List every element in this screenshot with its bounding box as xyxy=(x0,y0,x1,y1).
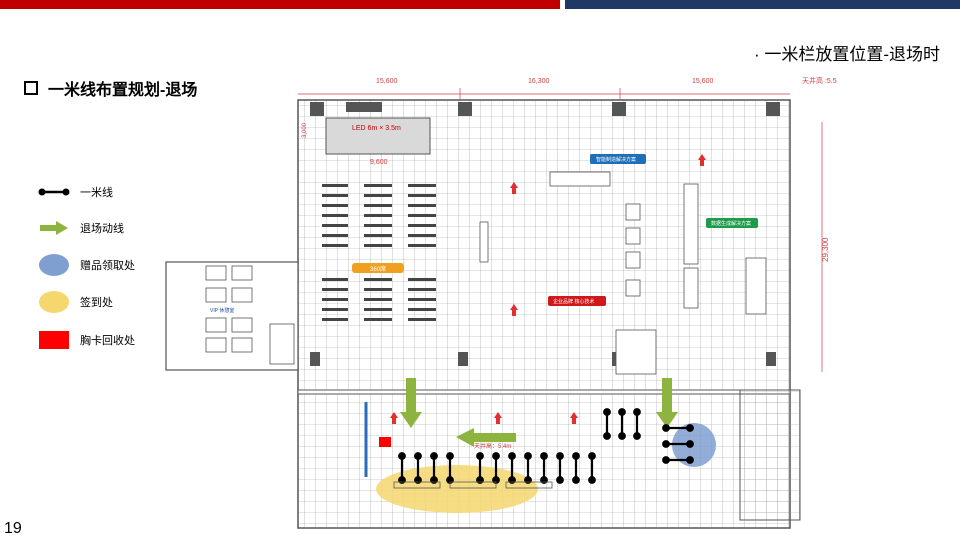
side-annex xyxy=(739,389,801,521)
legend-item-signin: 签到处 xyxy=(38,287,113,317)
seat-count-badge xyxy=(352,263,404,273)
dimension-top-a: 15,600 xyxy=(376,78,398,85)
vip-room-tables xyxy=(205,265,295,365)
ceiling-height-label: 天井高：5.4m xyxy=(474,442,511,450)
barrier-lines xyxy=(398,408,694,484)
stage-header-block xyxy=(346,102,382,112)
zone-label-red: 企业品牌 核心技术 xyxy=(553,298,594,305)
vip-room-label: VIP 休憩室 xyxy=(210,307,234,314)
blue-ellipse-icon xyxy=(39,254,69,276)
legend-label-signin: 签到处 xyxy=(80,297,113,309)
section-title: 一米线布置规划-退场 xyxy=(24,76,197,100)
legend-label-badge: 胸卡回收处 xyxy=(80,335,135,347)
sign-in-desks xyxy=(393,481,553,489)
dimension-left-small: 3,000 xyxy=(302,122,308,138)
legend-label-gift: 赠品领取处 xyxy=(80,260,135,272)
top-accent-bar-red xyxy=(0,0,560,9)
barrier-line-icon xyxy=(38,188,70,196)
dimension-right: 29,300 xyxy=(821,237,830,262)
led-screen-label: LED 6m × 3.5m xyxy=(352,125,401,132)
badge-return-point xyxy=(379,437,391,447)
zone-label-green: 数据生成解决方案 xyxy=(711,220,751,227)
floor-plan: 15,600 16,300 15,600 天井高 :5.5 29,300 9,6… xyxy=(150,72,960,534)
dimension-lines xyxy=(298,88,823,372)
zone-badge-red xyxy=(548,296,606,306)
top-accent-bar-navy xyxy=(565,0,960,9)
seat-count-label: 360席 xyxy=(370,265,386,273)
dimension-top-c: 15,600 xyxy=(692,78,714,85)
square-bullet-icon xyxy=(24,81,38,95)
zone-badge-blue xyxy=(590,154,646,164)
booth-fixtures xyxy=(479,171,767,375)
red-rectangle-icon xyxy=(39,331,69,349)
section-title-text: 一米线布置规划-退场 xyxy=(48,82,198,99)
legend-label-exit-flow: 退场动线 xyxy=(80,223,124,235)
exit-flow-arrows xyxy=(400,378,678,447)
page-number: 19 xyxy=(4,520,22,537)
legend-item-gift: 赠品领取处 xyxy=(38,250,135,280)
dimension-top-b: 16,300 xyxy=(528,78,550,85)
dimension-stage-width: 9,600 xyxy=(370,159,388,166)
wall-divider xyxy=(297,389,791,395)
sign-in-area xyxy=(376,465,538,513)
yellow-ellipse-icon xyxy=(39,291,69,313)
booth-direction-arrows xyxy=(390,154,706,424)
zone-label-blue: 智能制造解决方案 xyxy=(596,156,636,163)
legend-item-barrier: 一米线 xyxy=(38,177,113,207)
page-title: · 一米栏放置位置-退场时 xyxy=(753,45,940,64)
legend-label-barrier: 一米线 xyxy=(80,187,113,199)
zone-badge-green xyxy=(706,218,758,228)
gift-pickup-area xyxy=(672,423,716,467)
legend-item-badge: 胸卡回收处 xyxy=(38,325,135,355)
seating-area xyxy=(322,184,436,321)
dimension-height-note: 天井高 :5.5 xyxy=(802,76,837,85)
floor-plan-svg: 15,600 16,300 15,600 天井高 :5.5 29,300 9,6… xyxy=(165,76,837,529)
led-screen xyxy=(325,117,431,155)
legend-item-exit-flow: 退场动线 xyxy=(38,213,124,243)
green-arrow-icon xyxy=(40,221,68,235)
